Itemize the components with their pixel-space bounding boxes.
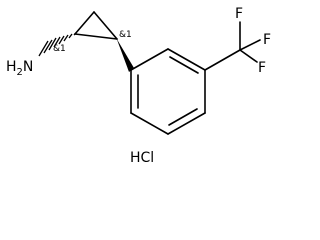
benzene-double-bond-2 [168,108,198,126]
benzene-bond-1 [130,48,169,71]
hcl-salt-label: HCl [130,150,154,166]
amine-label: H2N [6,59,33,78]
cf-bond-right [239,39,261,51]
benzene-bond-2 [167,48,206,71]
cyclopropane-bond-top-left [74,11,95,35]
fluorine-bottom-label: F [258,60,266,76]
benzene-double-bond-1 [169,56,199,74]
stereo-label-c2: &1 [119,30,132,40]
bold-wedge-bond [116,37,134,72]
hashed-wedge-bond [38,32,77,57]
fluorine-top-label: F [235,6,243,22]
stereo-label-c1: &1 [53,44,66,54]
chemical-structure: H2N &1 &1 F F F HCl [6,6,271,166]
benzene-bond-5 [130,112,169,135]
cyclopropane-bond-top-right [93,11,118,40]
molecule-canvas: H2N &1 &1 F F F HCl [6,6,271,166]
cyclopropane-bond-base [74,33,118,40]
ring-to-cf3-bond [204,49,241,71]
fluorine-right-label: F [263,32,271,48]
benzene-bond-4 [167,112,206,135]
cf-bond-bottom [239,49,258,63]
